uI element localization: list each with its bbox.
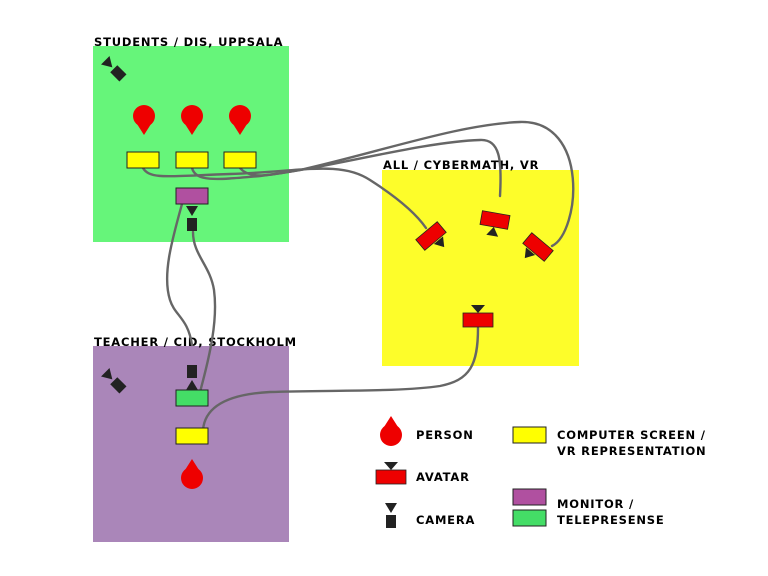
screen-icon xyxy=(126,151,160,169)
legend-monitor-label-line1: MONITOR / xyxy=(557,497,634,511)
avatar-icon xyxy=(462,305,494,328)
monitor-icon xyxy=(175,187,209,205)
connector-lines xyxy=(141,120,575,432)
connector-line xyxy=(201,326,480,432)
screen-icon xyxy=(175,427,209,445)
legend-screen-label-line2: VR REPRESENTATION xyxy=(557,444,706,458)
telepresence-icon xyxy=(512,509,547,527)
avatar-icon xyxy=(522,232,554,262)
avatar-icon xyxy=(375,462,407,485)
legend-person-label: PERSON xyxy=(416,428,474,442)
legend: PERSON AVATAR CAMERA COMPUTER SCREEN / V… xyxy=(375,416,706,528)
students-room-title: STUDENTS / DIS, UPPSALA xyxy=(94,35,283,49)
screen-icon xyxy=(512,426,547,444)
screen-icon xyxy=(223,151,257,169)
legend-avatar-label: AVATAR xyxy=(416,470,470,484)
vr-room-title: ALL / CYBERMATH, VR xyxy=(383,158,539,172)
legend-camera-label: CAMERA xyxy=(416,513,475,527)
connector-line xyxy=(165,202,194,347)
connector-line xyxy=(238,120,575,248)
connector-line xyxy=(190,138,502,198)
screen-icon xyxy=(175,151,209,169)
vr-room xyxy=(382,170,579,366)
person-icon xyxy=(380,416,402,446)
avatar-icon xyxy=(415,221,447,251)
avatar-icon xyxy=(479,210,511,237)
teacher-room-title: TEACHER / CID, STOCKHOLM xyxy=(94,335,297,349)
legend-monitor-label-line2: TELEPRESENSE xyxy=(557,513,665,527)
telepresence-icon xyxy=(175,389,209,407)
connector-line xyxy=(191,230,217,394)
legend-screen-label-line1: COMPUTER SCREEN / xyxy=(557,428,706,442)
camera-icon xyxy=(385,503,397,528)
monitor-icon xyxy=(512,488,547,506)
